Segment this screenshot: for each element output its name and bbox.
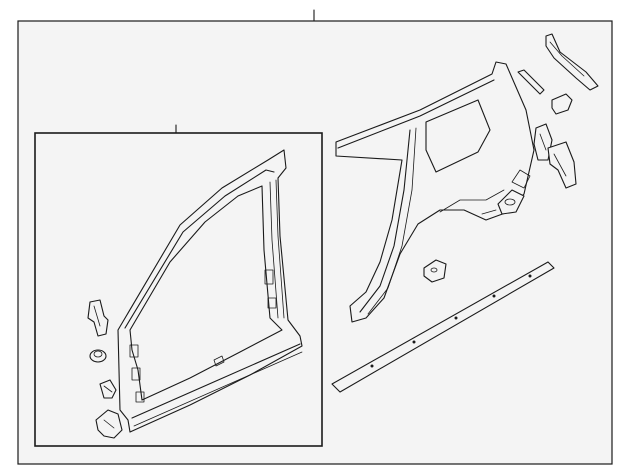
rear-bracket-upper [533, 123, 553, 161]
rocker-panel-strip [331, 261, 555, 393]
hinge-bracket [87, 299, 109, 337]
front-pillar-panel [117, 149, 303, 433]
rocker-bracket [423, 259, 447, 283]
quarter-panel [335, 61, 535, 323]
grommet-clip [89, 349, 107, 363]
small-strip-bracket [517, 69, 545, 95]
plug-clip [99, 379, 117, 399]
roof-rail-reinforcement [545, 33, 599, 91]
rear-bracket-lower [547, 141, 577, 189]
lower-reinforcement-bracket [95, 409, 123, 439]
filler-plate [551, 93, 573, 115]
